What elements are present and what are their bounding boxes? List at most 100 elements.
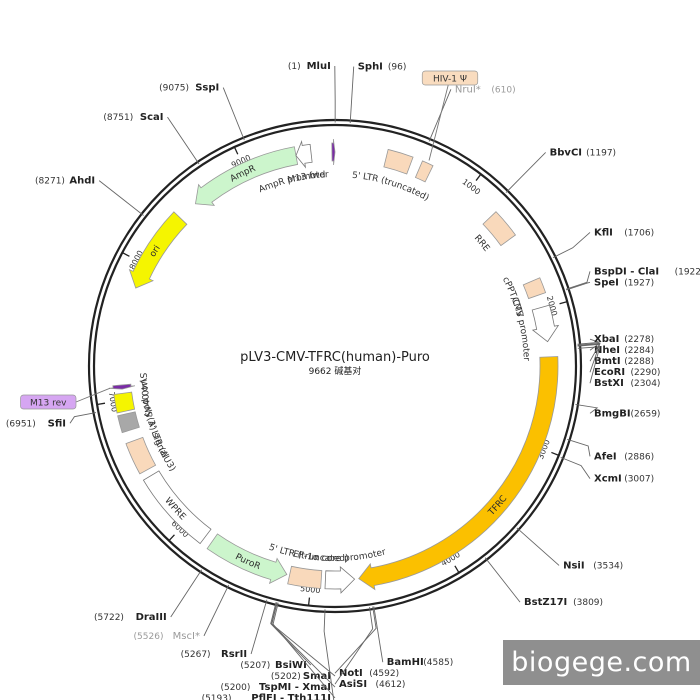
- site-leader: [271, 602, 336, 688]
- site-leader: [560, 456, 591, 479]
- site-leader: [170, 569, 203, 618]
- site-position: (3809): [573, 598, 603, 608]
- feature-label-m13fwd: M13 fwd: [287, 170, 326, 186]
- site-leader: [323, 609, 335, 700]
- site-leader: [203, 584, 230, 637]
- site-leader: [167, 116, 200, 165]
- site-name: BstZ17I: [524, 597, 567, 608]
- feature-label-rre: RRE: [472, 233, 492, 254]
- backbone-inner-ring: [92, 123, 578, 609]
- site-position: (5193): [202, 694, 232, 700]
- site-leader: [567, 438, 591, 457]
- site-leader: [272, 602, 336, 699]
- site-position: (5722): [94, 613, 124, 623]
- plasmid-name: pLV3-CMV-TFRC(human)-Puro: [240, 350, 430, 365]
- site-sphi: SphI(96): [358, 62, 407, 73]
- site-position: (1927): [624, 278, 654, 288]
- site-position: (5526): [134, 632, 164, 642]
- site-position: (5207): [240, 661, 270, 671]
- site-name: NotI: [339, 668, 363, 679]
- site-ecori: EcoRI (2290): [594, 367, 660, 378]
- tick-mark: [454, 565, 460, 573]
- site-name: BstXI: [594, 378, 624, 389]
- tick-label: 1000: [460, 177, 482, 196]
- site-bamhi: BamHI(4585): [387, 657, 453, 668]
- site-msci-: MscI* (5526): [134, 631, 200, 642]
- callout-label-m13rev: M13 rev: [30, 399, 67, 409]
- site-name: AfeI: [594, 451, 617, 462]
- site-position: (1922): [675, 267, 700, 277]
- site-nhei: NheI (2284): [594, 345, 654, 356]
- feature-sv40pa: [117, 411, 140, 434]
- site-position: (4585): [423, 658, 453, 668]
- site-kfli: KflI(1706): [594, 227, 654, 238]
- site-leader: [565, 271, 591, 290]
- site-name: MluI: [307, 61, 331, 72]
- site-position: (3534): [593, 561, 623, 571]
- site-position: (2288): [624, 357, 654, 367]
- site-name: XcmI: [594, 474, 622, 485]
- site-name: SpeI: [594, 277, 619, 288]
- site-bstxi: BstXI(2304): [594, 378, 660, 389]
- tick-mark: [307, 597, 311, 606]
- plasmid-size: 9662 碱基对: [309, 365, 362, 377]
- site-position: (8751): [103, 113, 133, 123]
- feature-cppt: [522, 277, 547, 300]
- site-position: (9075): [159, 84, 189, 94]
- site-leader: [349, 66, 355, 124]
- site-leader: [270, 602, 312, 666]
- site-leader: [552, 232, 591, 258]
- site-leader: [577, 342, 602, 351]
- site-name: SfiI: [48, 418, 66, 429]
- feature-m13rev: [109, 383, 136, 390]
- site-name: BmtI: [594, 356, 621, 367]
- site-ahdi: AhdI (8271): [35, 176, 95, 187]
- tick-mark: [559, 301, 568, 305]
- callout-box-m13rev: [20, 394, 77, 410]
- site-name: XbaI: [594, 334, 619, 345]
- site-name: MscI*: [173, 631, 200, 642]
- feature-tfrc: [358, 356, 559, 591]
- site-sfii: SfiI(6951): [6, 418, 66, 429]
- feature-ltr5-trunc: [383, 148, 414, 175]
- tick-mark: [168, 534, 175, 542]
- backbone-outer-ring: [87, 118, 583, 614]
- feature-ori: [128, 211, 188, 289]
- feature-wpre: [142, 470, 212, 545]
- site-position: (8271): [35, 177, 65, 187]
- site-name: DraIII: [136, 612, 167, 623]
- site-leader: [505, 152, 546, 193]
- site-name: NsiI: [563, 560, 584, 571]
- site-leader: [69, 412, 97, 424]
- tick-mark: [96, 402, 106, 406]
- feature-ltr3: [125, 436, 157, 475]
- site-name: BbvCI: [550, 147, 582, 158]
- site-name: BsiWI: [275, 660, 307, 671]
- callout-leader: [428, 77, 451, 161]
- site-position: (2278): [624, 335, 654, 345]
- site-name: BmgBI: [594, 408, 631, 419]
- site-position: (4612): [376, 680, 406, 690]
- plasmid-backbone: [87, 118, 583, 614]
- site-name: EcoRI: [594, 367, 625, 378]
- site-leader: [577, 343, 601, 373]
- feature-label-cmv: CMV promoter: [509, 296, 531, 361]
- feature-psi: [414, 160, 434, 183]
- tick-mark: [122, 252, 130, 257]
- site-position: (2284): [624, 346, 654, 356]
- site-name: AsiSI: [339, 679, 367, 690]
- watermark: biogege.com: [503, 640, 700, 685]
- site-xcmi: XcmI(3007): [594, 474, 654, 485]
- site-position: (2290): [631, 368, 661, 378]
- site-name: NheI: [594, 345, 620, 356]
- restriction-sites: SphI(96)NruI*(610)BbvCI(1197)KflI(1706)B…: [6, 61, 700, 700]
- site-name: NruI*: [455, 84, 481, 95]
- site-xbai: XbaI (2278): [594, 334, 654, 345]
- site-spei: SpeI (1927): [594, 277, 654, 288]
- site-name: RsrII: [221, 649, 247, 660]
- feature-m13fwd: [331, 138, 336, 166]
- tick-mark: [233, 146, 239, 155]
- site-name: AhdI: [69, 176, 95, 187]
- site-leader: [577, 338, 600, 345]
